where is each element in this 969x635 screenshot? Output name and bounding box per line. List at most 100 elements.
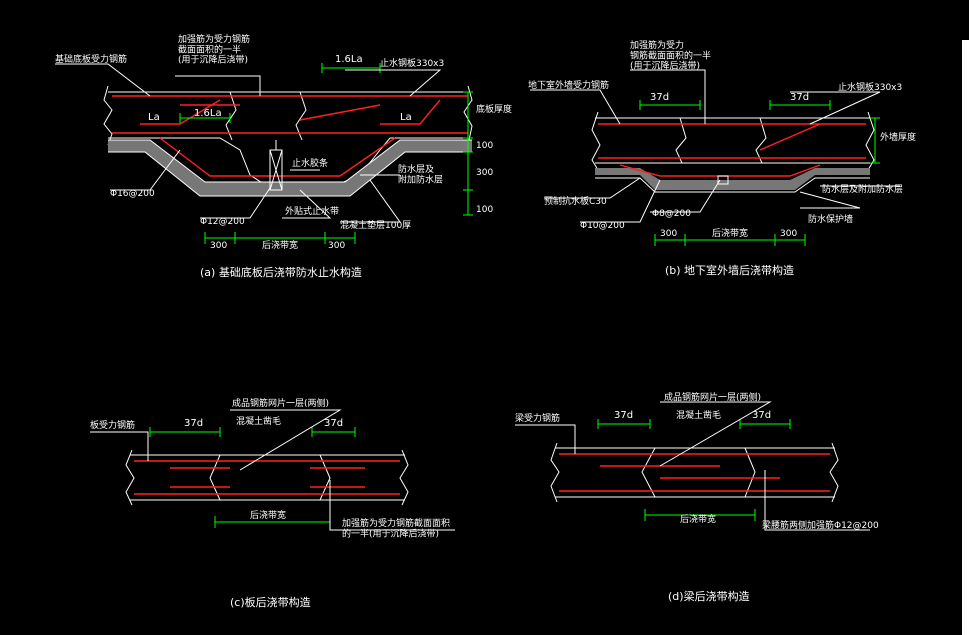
b-label-precast: 预制抗水板C30	[544, 195, 607, 207]
b-protect-line	[595, 177, 870, 193]
a-label-pad: 混凝土垫层100厚	[340, 219, 411, 231]
c-label-slabbar: 板受力钢筋	[90, 419, 135, 431]
a-break-right	[463, 85, 473, 146]
b-label-addbar: 加强筋为受力钢筋截面面积的一半(用于沉降后浇带)	[630, 39, 711, 72]
d-dim-37d-left	[597, 419, 651, 429]
a-caption: (a) 基础底板后浇带防水止水构造	[200, 265, 362, 279]
c-break-right	[399, 449, 409, 506]
b-leader-precast	[544, 177, 641, 199]
d-break-left	[550, 442, 560, 503]
a-label-addbar: 加强筋为受力钢筋截面面积的一半(用于沉降后浇带)	[178, 33, 250, 66]
c-label-add: 加强筋为受力钢筋截面面积的一半(用于沉降后浇带)	[342, 517, 450, 539]
b-leader-phi8	[650, 179, 721, 213]
c-label-mesh: 成品钢筋网片一层(两侧)	[232, 397, 329, 409]
a-label-phi12: Φ12@200	[200, 217, 245, 227]
d-label-dim-mid: 后浇带宽	[680, 513, 716, 525]
a-label-la-right: La	[400, 112, 412, 123]
b-dim-line	[654, 234, 806, 246]
a-label-waterproof: 防水层及附加防水层	[398, 163, 443, 185]
b-dim-37d-right	[769, 100, 831, 110]
a-leader-phi12	[200, 187, 271, 219]
b-label-phi10: Φ10@200	[580, 221, 625, 231]
b-dim-37d-left	[639, 100, 701, 110]
a-concrete-pad	[108, 140, 472, 196]
a-rebar-pit	[159, 137, 396, 177]
c-slab-lines	[130, 454, 405, 501]
panel-b: 地下室外墙受力钢筋 加强筋为受力钢筋截面面积的一半(用于沉降后浇带) 37d 3…	[528, 39, 916, 277]
c-break-left	[125, 449, 135, 506]
d-label-37d-left: 37d	[614, 410, 633, 421]
b-label-phi8: Φ8@200	[652, 209, 691, 219]
a-label-plate: 止水钢板330x3	[380, 57, 444, 69]
d-rebar-main	[559, 453, 830, 492]
a-label-topbar: 基础底板受力钢筋	[55, 53, 127, 65]
b-break-left	[591, 111, 601, 171]
a-break-left	[103, 85, 113, 146]
a-side-thickness: 底板厚度	[476, 103, 512, 115]
a-dim-left: 300	[210, 241, 227, 251]
b-break-mid-left	[675, 117, 687, 164]
c-roughen-edges	[209, 454, 331, 501]
b-waterproof-layer	[595, 168, 870, 190]
b-leader-addbar	[630, 69, 706, 124]
d-roughen-edges	[641, 447, 756, 498]
b-label-37d-right: 37d	[790, 92, 809, 103]
a-leader-pad	[340, 179, 401, 223]
a-label-len-inner: 1.6La	[194, 108, 222, 119]
a-dim-mid: 后浇带宽	[262, 239, 298, 251]
d-label-beambar: 梁受力钢筋	[515, 412, 560, 424]
b-leader-phi10	[580, 179, 661, 223]
a-rebar-add-right	[299, 104, 381, 121]
a-dim-line	[204, 232, 356, 244]
b-leader-protect	[799, 191, 861, 209]
d-leader-web	[764, 470, 870, 531]
d-label-mesh: 成品钢筋网片一层(两侧)	[664, 391, 761, 403]
d-beam-lines	[555, 447, 835, 498]
d-leader-beambar	[515, 424, 576, 454]
a-waterproof-line	[108, 139, 472, 183]
c-dim-37d-right	[311, 427, 356, 437]
right-edge-panel	[962, 40, 969, 635]
b-label-plate: 止水钢板330x3	[838, 81, 902, 93]
b-wall-lines	[595, 117, 870, 164]
d-leader-mesh	[659, 401, 772, 467]
a-side-300: 300	[476, 168, 493, 178]
b-break-right	[865, 111, 875, 171]
c-leader-mesh	[230, 409, 342, 471]
b-leader-plate	[790, 91, 881, 125]
d-label-web: 梁腰筋两侧加强筋Φ12@200	[762, 519, 879, 531]
d-dim-37d-right	[739, 419, 791, 429]
a-leader-phi16	[110, 149, 181, 191]
b-dim-right: 300	[780, 229, 797, 239]
a-rebar-la-right	[380, 99, 441, 125]
c-leader-slabbar	[90, 431, 149, 461]
b-caption: (b) 地下室外墙后浇带构造	[665, 263, 794, 277]
c-leader-add	[329, 480, 455, 531]
c-caption: (c)板后浇带构造	[230, 595, 311, 609]
a-label-la-left: La	[148, 112, 160, 123]
b-break-mid-right	[755, 117, 767, 164]
c-label-37d-left: 37d	[184, 418, 203, 429]
a-side-100b: 100	[476, 205, 493, 215]
a-leader-ext	[282, 189, 332, 219]
a-rebar-la-left	[140, 99, 221, 125]
a-leader-addbar	[175, 75, 261, 96]
b-label-waterproof: 防水层及附加防水层	[822, 183, 903, 195]
c-label-37d-right: 37d	[324, 418, 343, 429]
b-label-wallbar: 地下室外墙受力钢筋	[528, 79, 609, 91]
d-label-roughen: 混凝土凿毛	[676, 409, 721, 421]
a-dim-inner	[179, 113, 231, 123]
b-rebar-add	[759, 123, 821, 151]
b-label-37d-left: 37d	[650, 92, 669, 103]
b-label-wall-thickness: 外墙厚度	[880, 131, 916, 143]
a-dim-side	[463, 91, 473, 216]
b-dim-mid: 后浇带宽	[712, 227, 748, 239]
a-dim-top	[321, 63, 381, 73]
a-label-len-right: 1.6La	[335, 54, 363, 65]
d-label-37d-right: 37d	[752, 410, 771, 421]
b-waterstop	[717, 175, 729, 185]
b-dim-side	[870, 117, 880, 164]
a-leader-topbar	[55, 63, 151, 97]
a-leader-plate	[345, 69, 442, 97]
